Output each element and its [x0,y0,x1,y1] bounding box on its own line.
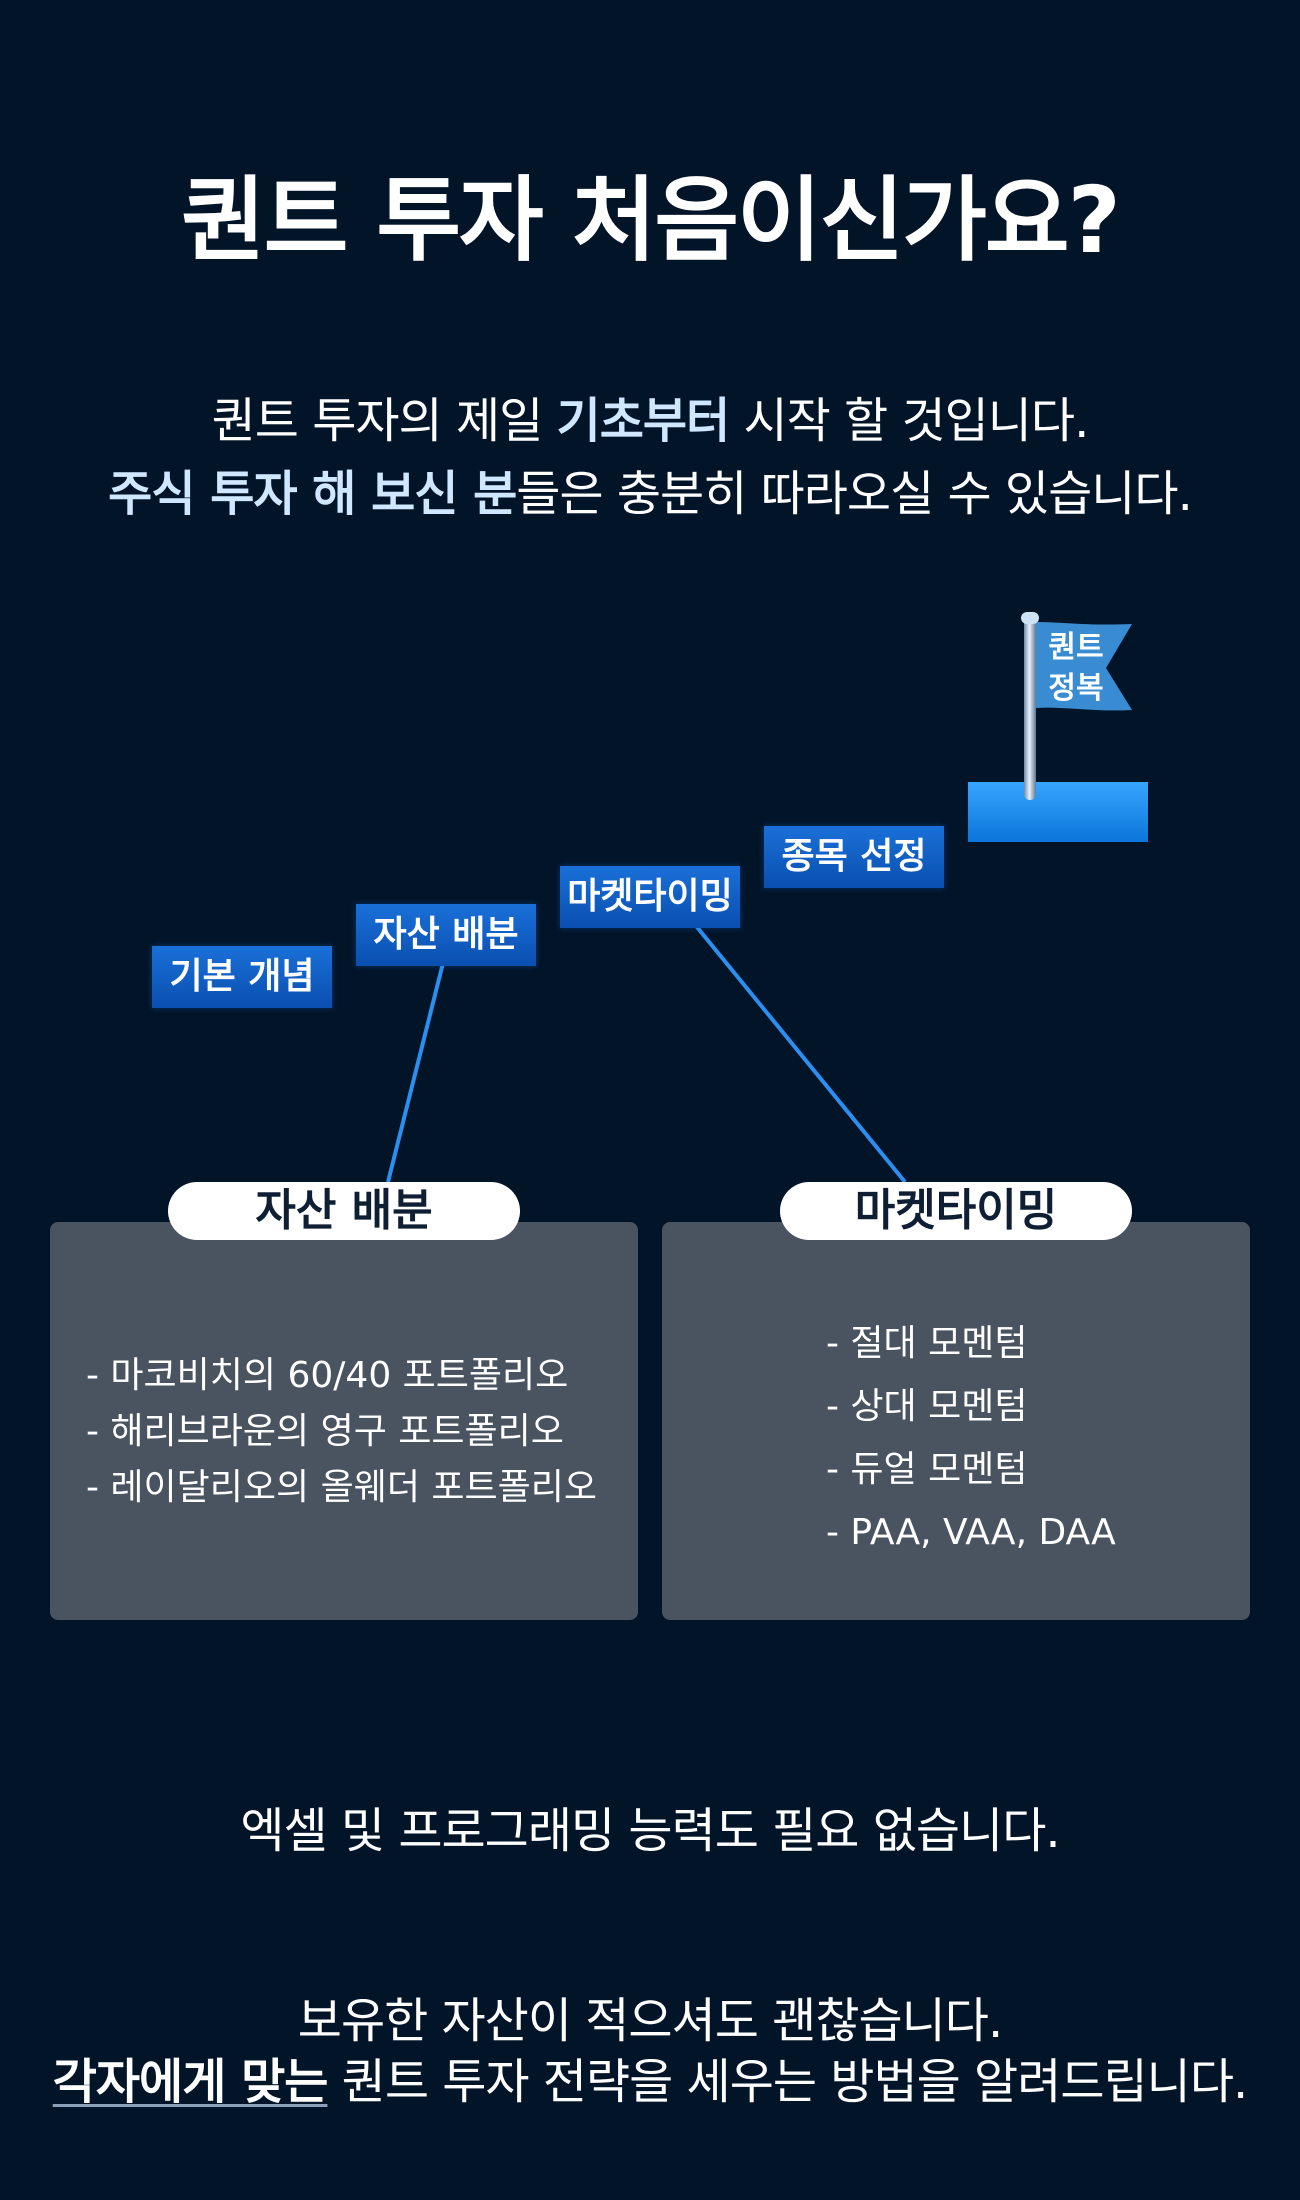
step-market-timing: 마켓타이밍 [560,866,740,928]
intro-line-2-post: 들은 충분히 따라오실 수 있습니다. [516,466,1193,522]
step-asset-allocation: 자산 배분 [356,904,536,966]
connector-line-asset [386,962,445,1183]
asset-allocation-panel-title: 자산 배분 [168,1182,520,1240]
connector-lines [386,919,907,1184]
step-basic-concepts: 기본 개념 [152,946,332,1008]
flag-icon [1036,622,1132,711]
flag-platform [968,782,1148,842]
outro-line-3: 각자에게 맞는 퀀트 투자 전략을 세우는 방법을 알려드립니다. [0,2051,1300,2113]
flag-pole [1024,618,1036,800]
intro-line-1-emphasis: 기초부터 [556,393,731,449]
market-timing-panel [662,1222,1250,1620]
flag-label-line-1: 퀀트 [1048,630,1104,665]
list-item: - 마코비치의 60/40 포트폴리오 [86,1355,569,1396]
flag-pole-top [1021,612,1039,624]
list-item: - 레이달리오의 올웨더 포트폴리오 [86,1467,598,1508]
outro-line-3-post: 퀀트 투자 전략을 세우는 방법을 알려드립니다. [327,2054,1249,2110]
flag-label: 퀀트 정복 [1036,628,1116,709]
outro-line-3-emphasis: 각자에게 맞는 [52,2054,329,2110]
market-timing-list: - 절대 모멘텀 - 상대 모멘텀 - 듀얼 모멘텀 - PAA, VAA, D… [826,1312,1116,1564]
intro-line-2-emphasis: 주식 투자 해 보신 분 [108,466,517,522]
page-title: 퀀트 투자 처음이신가요? [181,166,1121,274]
asset-allocation-list: - 마코비치의 60/40 포트폴리오 - 해리브라운의 영구 포트폴리오 - … [86,1348,597,1516]
flag-label-line-2: 정복 [1048,670,1104,706]
connector-line-market [690,919,907,1184]
intro-line-1-pre: 퀀트 투자의 제일 [211,393,557,449]
outro-line-2: 보유한 자산이 적으셔도 괜찮습니다. [297,1993,1003,2049]
intro-line-2: 주식 투자 해 보신 분들은 충분히 따라오실 수 있습니다. [0,463,1300,525]
intro-line-1: 퀀트 투자의 제일 기초부터 시작 할 것입니다. [0,390,1300,452]
list-item: - 듀얼 모멘텀 [826,1449,1028,1490]
list-item: - PAA, VAA, DAA [826,1512,1116,1553]
intro-line-1-post: 시작 할 것입니다. [729,393,1089,449]
outro-line-1: 엑셀 및 프로그래밍 능력도 필요 없습니다. [240,1803,1060,1859]
list-item: - 절대 모멘텀 [826,1323,1028,1364]
list-item: - 상대 모멘텀 [826,1386,1028,1427]
list-item: - 해리브라운의 영구 포트폴리오 [86,1411,564,1452]
asset-allocation-panel [50,1222,638,1620]
step-stock-selection: 종목 선정 [764,826,944,888]
market-timing-panel-title: 마켓타이밍 [780,1182,1132,1240]
